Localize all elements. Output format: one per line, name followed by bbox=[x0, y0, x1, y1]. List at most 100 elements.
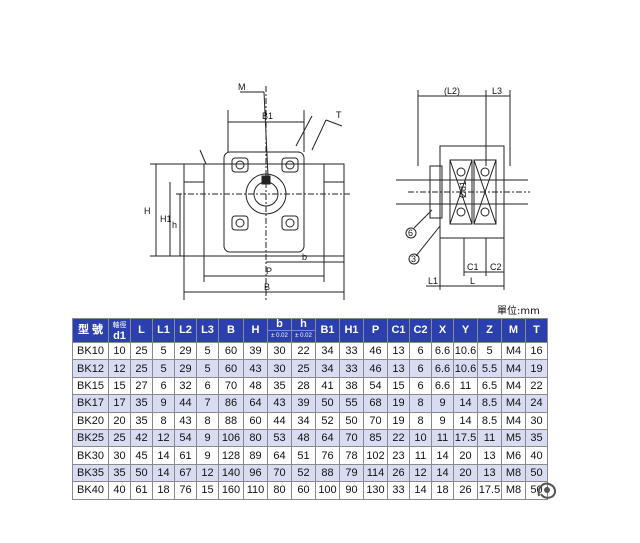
value-cell: 9 bbox=[152, 394, 175, 413]
value-cell: 128 bbox=[218, 446, 244, 465]
value-cell: 64 bbox=[243, 394, 268, 413]
value-cell: 25 bbox=[108, 428, 131, 448]
value-cell: 30 bbox=[108, 446, 131, 465]
value-cell: 8 bbox=[152, 411, 175, 430]
value-cell: 20 bbox=[453, 463, 478, 483]
value-cell: 61 bbox=[174, 446, 197, 465]
value-cell: 110 bbox=[243, 481, 268, 500]
value-cell: 6 bbox=[409, 359, 432, 378]
value-cell: 50 bbox=[339, 411, 364, 430]
label-L2: (L2) bbox=[444, 86, 460, 96]
value-cell: 42 bbox=[130, 428, 153, 448]
value-cell: 8.5 bbox=[477, 394, 502, 413]
value-cell: 14 bbox=[431, 463, 454, 483]
value-cell: 79 bbox=[339, 463, 364, 483]
model-cell: BK12 bbox=[72, 359, 109, 378]
value-cell: 9 bbox=[196, 446, 219, 465]
value-cell: 80 bbox=[243, 428, 268, 448]
col-L3: L3 bbox=[196, 318, 219, 343]
value-cell: 90 bbox=[339, 481, 364, 500]
label-C1: C1 bbox=[467, 262, 479, 272]
value-cell: 22 bbox=[525, 376, 548, 396]
value-cell: 15 bbox=[387, 376, 410, 396]
value-cell: 11 bbox=[409, 446, 432, 465]
value-cell: M4 bbox=[501, 359, 526, 378]
value-cell: 70 bbox=[363, 411, 388, 430]
value-cell: 70 bbox=[267, 463, 292, 483]
value-cell: 26 bbox=[453, 481, 478, 500]
value-cell: 5 bbox=[152, 359, 175, 378]
value-cell: 60 bbox=[291, 481, 316, 500]
value-cell: M4 bbox=[501, 376, 526, 396]
label-part-6: 6 bbox=[408, 228, 413, 238]
label-B: B bbox=[264, 282, 270, 292]
value-cell: M8 bbox=[501, 481, 526, 500]
value-cell: 40 bbox=[108, 481, 131, 500]
value-cell: 6.5 bbox=[477, 376, 502, 396]
value-cell: 6 bbox=[152, 376, 175, 396]
value-cell: 17.5 bbox=[453, 428, 478, 448]
value-cell: 25 bbox=[130, 341, 153, 361]
value-cell: 5 bbox=[196, 341, 219, 361]
value-cell: 25 bbox=[291, 359, 316, 378]
value-cell: 22 bbox=[387, 428, 410, 448]
value-cell: 88 bbox=[315, 463, 340, 483]
value-cell: 96 bbox=[243, 463, 268, 483]
value-cell: 10.6 bbox=[453, 341, 478, 361]
value-cell: 35 bbox=[130, 394, 153, 413]
value-cell: 17.5 bbox=[477, 481, 502, 500]
value-cell: 28 bbox=[291, 376, 316, 396]
value-cell: 8 bbox=[409, 394, 432, 413]
value-cell: 35 bbox=[267, 376, 292, 396]
label-part-3: 3 bbox=[411, 254, 416, 264]
value-cell: 15 bbox=[108, 376, 131, 396]
value-cell: 11 bbox=[453, 376, 478, 396]
value-cell: 80 bbox=[267, 481, 292, 500]
value-cell: 5 bbox=[477, 341, 502, 361]
value-cell: 32 bbox=[174, 376, 197, 396]
value-cell: 38 bbox=[339, 376, 364, 396]
value-cell: 160 bbox=[218, 481, 244, 500]
value-cell: 14 bbox=[453, 411, 478, 430]
label-L1: L1 bbox=[428, 276, 438, 286]
value-cell: 17 bbox=[108, 394, 131, 413]
model-cell: BK30 bbox=[72, 446, 109, 465]
value-cell: 20 bbox=[108, 411, 131, 430]
value-cell: 54 bbox=[363, 376, 388, 396]
value-cell: 26 bbox=[387, 463, 410, 483]
model-cell: BK40 bbox=[72, 481, 109, 500]
value-cell: 13 bbox=[477, 446, 502, 465]
value-cell: 60 bbox=[243, 411, 268, 430]
value-cell: 67 bbox=[174, 463, 197, 483]
model-cell: BK15 bbox=[72, 376, 109, 396]
label-b: b bbox=[302, 252, 307, 262]
value-cell: 44 bbox=[267, 411, 292, 430]
value-cell: 43 bbox=[174, 411, 197, 430]
value-cell: 60 bbox=[218, 341, 244, 361]
col-X: X bbox=[431, 318, 454, 343]
value-cell: 6.6 bbox=[431, 341, 454, 361]
value-cell: 16 bbox=[525, 341, 548, 361]
value-cell: 114 bbox=[363, 463, 388, 483]
value-cell: 33 bbox=[339, 359, 364, 378]
value-cell: 10 bbox=[409, 428, 432, 448]
label-B1: B1 bbox=[262, 111, 273, 121]
label-C2: C2 bbox=[490, 262, 502, 272]
col-B: B bbox=[218, 318, 244, 343]
value-cell: 29 bbox=[174, 341, 197, 361]
label-H: H bbox=[144, 206, 151, 216]
value-cell: 54 bbox=[174, 428, 197, 448]
value-cell: M5 bbox=[501, 428, 526, 448]
col-Y: Y bbox=[453, 318, 478, 343]
value-cell: 33 bbox=[339, 341, 364, 361]
value-cell: 13 bbox=[477, 463, 502, 483]
value-cell: 52 bbox=[291, 463, 316, 483]
value-cell: 13 bbox=[387, 341, 410, 361]
value-cell: 6 bbox=[196, 376, 219, 396]
col-h: h± 0.02 bbox=[291, 318, 316, 343]
value-cell: 9 bbox=[196, 428, 219, 448]
